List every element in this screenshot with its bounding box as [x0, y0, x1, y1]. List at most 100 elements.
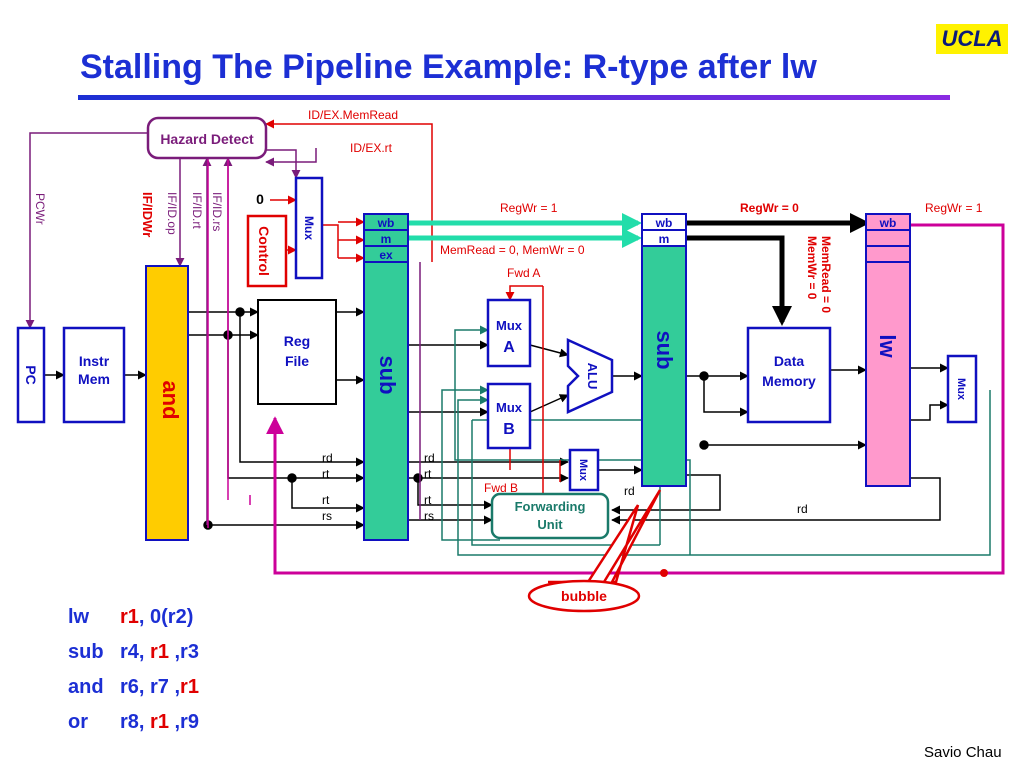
fwd-b-label: Fwd B [484, 481, 518, 495]
alu: ALU [566, 338, 614, 414]
hazard-detect-label: Hazard Detect [160, 131, 254, 147]
code-opcode: and [68, 676, 104, 698]
if-id-register: and [145, 265, 189, 541]
code-line: and r6, r7 ,r1 [68, 670, 199, 705]
control-label: Control [256, 226, 272, 276]
mux-b-label-1: Mux [496, 400, 523, 415]
pc-block: PC [16, 326, 46, 424]
reg-file-label-2: File [285, 353, 309, 369]
green-control-arrows [408, 213, 642, 248]
regwr1-b-label: RegWr = 1 [925, 201, 983, 215]
bubble-callout: bubble [527, 489, 662, 613]
forwarding-wires [441, 325, 991, 556]
code-operand: ,r3 [168, 641, 199, 663]
mux-a-label-1: Mux [496, 318, 523, 333]
ifid-rt-label: IF/ID.rt [190, 192, 204, 229]
data-memory-label-1: Data [774, 353, 805, 369]
mem-wb-register: wb lw [865, 213, 911, 487]
code-operand: , 0(r2) [138, 606, 194, 628]
code-line: sub r4, r1 ,r3 [68, 635, 199, 670]
code-line: lw r1, 0(r2) [68, 600, 199, 635]
rd-label-mem: rd [624, 484, 635, 498]
dest-mux-label: Mux [577, 459, 589, 482]
ex-mem-instr-label: sub [652, 330, 677, 369]
data-memory-label-2: Memory [762, 373, 816, 389]
mux-a: Mux A [486, 298, 532, 368]
rt-label-ex: rt [424, 467, 432, 481]
mux-b-label-2: B [503, 421, 515, 438]
rs-label-fwd: rs [322, 509, 332, 523]
code-line: or r8, r1 ,r9 [68, 705, 199, 740]
magenta-wires [207, 158, 251, 528]
ifid-rs-label: IF/ID.rs [210, 192, 224, 231]
regwr0-label: RegWr = 0 [740, 201, 799, 215]
pc-label: PC [23, 365, 39, 384]
id-ex-ex-label: ex [379, 248, 393, 262]
bubble-label: bubble [561, 588, 607, 604]
forwarding-unit: Forwarding Unit [490, 492, 610, 540]
code-operand: r1 [180, 676, 199, 698]
red-control-wires [265, 119, 668, 577]
writeback-wire [266, 223, 1005, 575]
code-opcode: or [68, 711, 88, 733]
code-operand: r8, [120, 711, 151, 733]
id-ex-wb-label: wb [377, 216, 395, 230]
rt-label-id: rt [322, 467, 330, 481]
code-operand: ,r9 [168, 711, 199, 733]
ex-mem-wb-label: wb [655, 216, 673, 230]
code-operand: r1 [150, 641, 169, 663]
dest-mux: Mux [568, 448, 600, 492]
title-underline [78, 95, 950, 100]
rs-label-ex: rs [424, 509, 434, 523]
code-operand: r4, [120, 641, 151, 663]
control-mux: Mux [294, 176, 324, 280]
memread-memwr-label: MemRead = 0, MemWr = 0 [440, 243, 585, 257]
code-operand: r1 [150, 711, 169, 733]
ex-mem-m-label: m [659, 232, 670, 246]
hazard-detect-block: Hazard Detect [146, 116, 268, 160]
mem-wb-instr-label: lw [875, 334, 900, 358]
regwr1-a-label: RegWr = 1 [500, 201, 558, 215]
instr-mem-label-2: Mem [78, 371, 110, 387]
wire-labels: PCWr IF/IDWr IF/ID.op IF/ID.rt IF/ID.rs … [33, 108, 983, 523]
memread0-label: MemRead = 0 [819, 236, 833, 313]
mem-wb-wb-label: wb [879, 216, 897, 230]
author-credit: Savio Chau [924, 744, 1002, 761]
ucla-logo: UCLA [936, 24, 1008, 54]
id-ex-instr-label: sub [375, 355, 400, 394]
code-opcode: lw [68, 606, 90, 628]
data-memory: Data Memory [746, 326, 832, 424]
rd-label-id: rd [322, 451, 333, 465]
reg-file-label-1: Reg [284, 333, 310, 349]
pcwr-label: PCWr [33, 193, 47, 225]
ex-mem-register: wb m sub [641, 213, 687, 487]
mux-a-label-2: A [503, 339, 515, 356]
forwarding-unit-label-1: Forwarding [515, 499, 586, 514]
memwr0-label: MemWr = 0 [805, 236, 819, 300]
rd-label-ex: rd [424, 451, 435, 465]
zero-constant: 0 [256, 191, 264, 207]
code-operand: r6, r7 , [120, 676, 181, 698]
code-operand: r1 [120, 606, 139, 628]
rt-label-fwd: rt [322, 493, 330, 507]
if-id-instr-label: and [158, 380, 183, 419]
control-mux-label: Mux [302, 216, 316, 240]
fwd-a-label: Fwd A [507, 266, 540, 280]
alu-label: ALU [585, 363, 600, 390]
instr-mem-block: Instr Mem [62, 326, 126, 424]
wb-mux: Mux [946, 354, 978, 424]
ifid-op-label: IF/ID.op [165, 192, 179, 235]
id-ex-register: wb m ex sub [363, 213, 409, 541]
idex-memread-label: ID/EX.MemRead [308, 108, 398, 122]
reg-file-block: Reg File [257, 299, 337, 405]
slide-title: Stalling The Pipeline Example: R-type af… [80, 48, 817, 86]
code-opcode: sub [68, 641, 104, 663]
wb-mux-label: Mux [955, 378, 967, 401]
control-unit: Control [246, 214, 288, 288]
id-ex-m-label: m [381, 232, 392, 246]
mux-b: Mux B [486, 382, 532, 450]
forwarding-unit-label-2: Unit [537, 517, 563, 532]
